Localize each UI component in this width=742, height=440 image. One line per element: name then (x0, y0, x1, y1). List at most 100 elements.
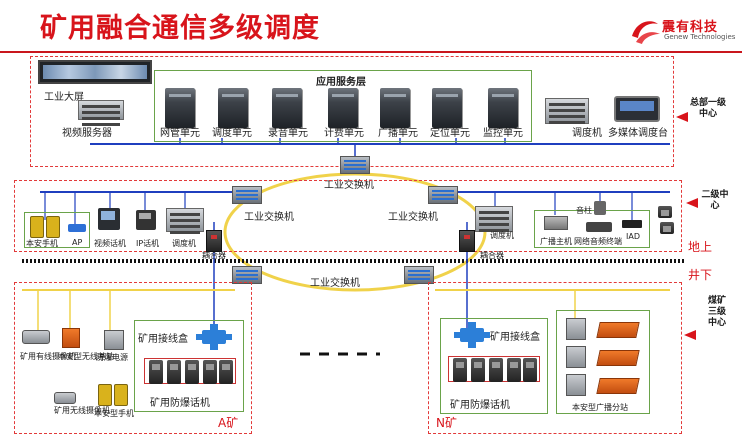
a-junction-box-label: 矿用接线盒 (138, 334, 188, 345)
service-layer-frame (154, 70, 532, 142)
switch-ring (223, 172, 487, 292)
logo-name-en: Genew Technologies (664, 33, 736, 41)
a-explosion-phone-icon-3 (185, 360, 199, 384)
n-explosion-phone-icon-1 (453, 358, 467, 382)
power-supply-label: 防爆电源 (96, 353, 128, 362)
iad-icon (622, 220, 642, 228)
n-explosion-phone-label: 矿用防爆话机 (450, 400, 510, 411)
n-mine-frame (428, 282, 682, 434)
phone-icon-2 (660, 222, 674, 234)
tier2-arrow-icon (686, 198, 698, 208)
wireless-camera-label: 矿用无线摄像机 (54, 406, 110, 415)
server-icon-3 (272, 88, 302, 128)
core-switch-icon (340, 156, 370, 174)
dispatcher-icon (545, 98, 589, 124)
a-handset-label: 本安型手机 (94, 409, 134, 418)
left-switch-label: 工业交换机 (244, 212, 294, 223)
unit-label-2: 调度单元 (212, 128, 252, 139)
video-phone-label: 视频话机 (94, 239, 126, 248)
tier1-arrow-icon (676, 112, 688, 122)
underground-switch-label: 工业交换机 (310, 278, 360, 289)
unit-label-5: 广播单元 (378, 128, 418, 139)
n-explosion-phone-icon-2 (471, 358, 485, 382)
unit-label-1: 网管单元 (160, 128, 200, 139)
above-ground-label: 地上 (688, 240, 713, 254)
underground-label: 井下 (688, 268, 713, 282)
wireless-base-icon (62, 328, 80, 348)
multimedia-console-icon (614, 96, 660, 122)
speaker-column-icon (594, 201, 606, 215)
right-coupler-label: 耦合器 (480, 251, 504, 260)
unit-label-6: 定位单元 (430, 128, 470, 139)
speaker-icon-3 (596, 378, 640, 394)
right-switch-label: 工业交换机 (388, 212, 438, 223)
broadcast-station-icon-1 (566, 318, 586, 340)
ap-icon (68, 224, 86, 232)
power-supply-icon (104, 330, 124, 350)
handset-icon-1 (30, 216, 44, 238)
left-switch-icon (232, 186, 262, 204)
iad-label: IAD (626, 232, 640, 241)
company-logo: 震有科技 Genew Technologies (628, 14, 738, 54)
multimedia-label: 多媒体调度台 (608, 128, 668, 139)
server-icon-2 (218, 88, 248, 128)
a-mine-label: A矿 (218, 416, 239, 430)
n-explosion-phone-icon-5 (523, 358, 537, 382)
right-coupler-icon (459, 230, 475, 252)
wireless-group-frame (24, 212, 90, 248)
core-switch-label: 工业交换机 (324, 180, 374, 191)
n-phone-group (448, 356, 540, 382)
unit-label-4: 计费单元 (324, 128, 364, 139)
a-mine-phone-frame (134, 320, 244, 412)
tier1-label: 总部一级中心 (689, 98, 726, 119)
big-screen-display (38, 60, 152, 84)
tier2-frame (14, 180, 682, 252)
server-icon-7 (488, 88, 518, 128)
tier3-arrow-icon (684, 330, 696, 340)
audio-terminal-label: 网络音频终端 (574, 237, 622, 246)
speaker-icon-2 (596, 350, 640, 366)
n-broadcast-frame (556, 310, 650, 414)
a-explosion-phone-label: 矿用防爆话机 (150, 398, 210, 409)
a-explosion-phone-icon-4 (203, 360, 217, 384)
ip-phone-icon (136, 210, 156, 230)
broadcast-host-label: 广播主机 (540, 237, 572, 246)
service-layer-label: 应用服务层 (316, 77, 366, 88)
n-junction-box-icon (454, 322, 490, 348)
n-mine-switch-icon (404, 266, 434, 284)
video-phone-icon (98, 208, 120, 230)
n-junction-box-label: 矿用接线盒 (490, 332, 540, 343)
a-mine-switch-icon (232, 266, 262, 284)
left-coupler-icon (206, 230, 222, 252)
right-switch-icon (428, 186, 458, 204)
unit-label-3: 录音单元 (268, 128, 308, 139)
a-junction-box-icon (196, 324, 232, 350)
a-handset-icon-1 (98, 384, 112, 406)
a-handset-icon-2 (114, 384, 128, 406)
left-dispatcher-icon (166, 208, 204, 232)
server-icon-6 (432, 88, 462, 128)
wired-camera-icon (22, 330, 50, 344)
page-title: 矿用融合通信多级调度 (40, 13, 320, 44)
a-explosion-phone-icon-2 (167, 360, 181, 384)
logo-mark-icon (632, 21, 660, 44)
big-screen-label: 工业大屏 (44, 92, 84, 103)
header-divider (0, 51, 742, 53)
n-mine-label: N矿 (436, 416, 457, 430)
broadcast-host-icon (544, 216, 568, 230)
server-icon-4 (328, 88, 358, 128)
broadcast-group-frame (534, 210, 650, 248)
server-icon-1 (165, 88, 195, 128)
n-explosion-phone-icon-4 (507, 358, 521, 382)
handset-icon-2 (46, 216, 60, 238)
right-dispatcher-icon (475, 206, 513, 232)
a-phone-group (144, 358, 236, 384)
broadcast-station-icon-2 (566, 346, 586, 368)
speaker-icon-1 (596, 322, 640, 338)
ap-label: AP (72, 238, 83, 247)
wireless-base-label: 本安型无线基站 (58, 352, 114, 361)
handset-label: 本安手机 (26, 239, 58, 248)
phone-icon-1 (658, 206, 672, 218)
tier3-label: 煤矿三级中心 (708, 296, 727, 328)
